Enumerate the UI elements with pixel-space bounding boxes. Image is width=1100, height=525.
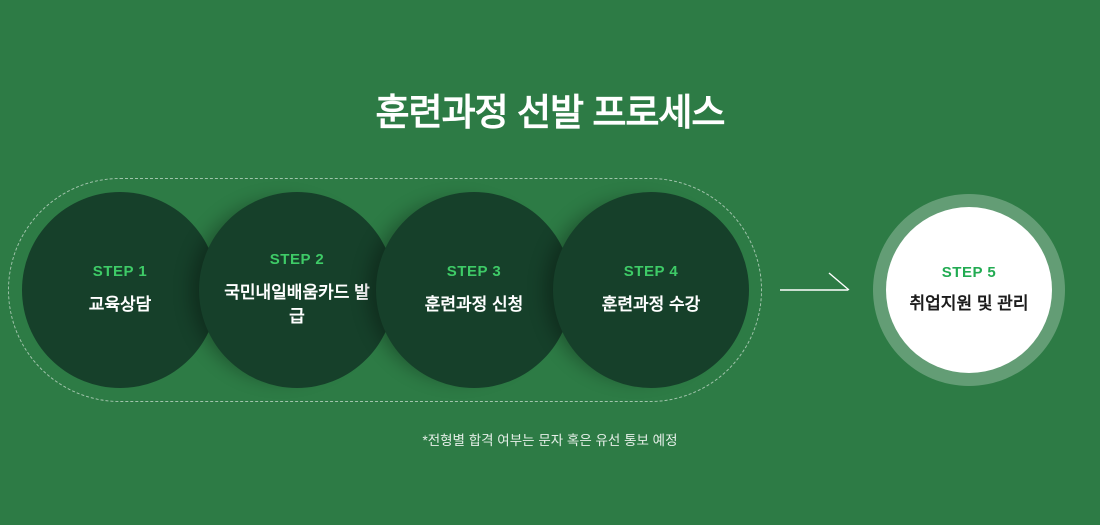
step-4-text: 훈련과정 수강 <box>601 295 701 315</box>
right-arrow-icon <box>780 272 850 291</box>
steps-1-4-group: STEP 1 교육상담 STEP 2 국민내일배움카드 발급 STEP 3 훈련… <box>8 178 762 402</box>
step-3-label: STEP 3 <box>446 263 502 281</box>
step-1-text: 교육상담 <box>88 295 152 315</box>
step-2-circle: STEP 2 국민내일배움카드 발급 <box>199 192 395 388</box>
page-title: 훈련과정 선발 프로세스 <box>375 92 726 133</box>
step-5-circle: STEP 5 취업지원 및 관리 <box>886 207 1052 373</box>
step-5-text: 취업지원 및 관리 <box>909 294 1029 314</box>
step-3-circle: STEP 3 훈련과정 신청 <box>376 192 572 388</box>
step-4-circle: STEP 4 훈련과정 수강 <box>553 192 749 388</box>
notice-footnote: *전형별 합격 여부는 문자 혹은 유선 통보 예정 <box>422 433 678 448</box>
step-1-label: STEP 1 <box>92 263 148 281</box>
step-5-label: STEP 5 <box>941 264 997 282</box>
step-1-circle: STEP 1 교육상담 <box>22 192 218 388</box>
step-3-text: 훈련과정 신청 <box>424 295 524 315</box>
step-4-label: STEP 4 <box>623 263 679 281</box>
step-2-text: 국민내일배움카드 발급 <box>224 283 370 326</box>
step-5-halo: STEP 5 취업지원 및 관리 <box>873 194 1065 386</box>
step-2-label: STEP 2 <box>269 251 325 269</box>
